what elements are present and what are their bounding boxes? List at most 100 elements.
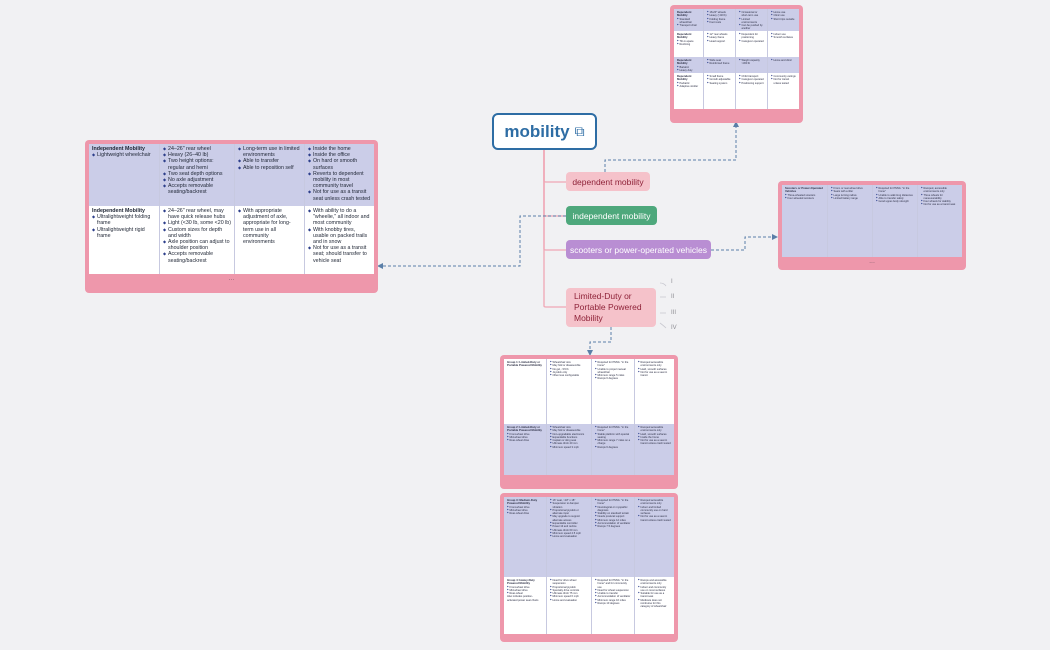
list-item: Not for use as a seat in transit unless …: [638, 515, 671, 522]
list-item: Proportional joystick: [550, 586, 588, 590]
list-item: Stable platform with special seating: [595, 433, 631, 440]
note-table: Independent Mobility Lightweight wheelch…: [89, 144, 374, 274]
list-item: Wide seat: [707, 59, 732, 63]
note-independent-mobility[interactable]: Independent Mobility Lightweight wheelch…: [85, 140, 378, 293]
note-table: Group 1: Limited-Duty or Portable Powere…: [504, 359, 674, 475]
list-item: Rear-wheel drive: [507, 512, 543, 516]
list-item: Ramps 6 degrees: [595, 377, 631, 381]
list-item: With ability to do a "wheelie," all indo…: [308, 208, 371, 227]
list-item: Can be pushed by another: [739, 24, 764, 31]
list-item: Suitable for use as a transit seat: [638, 592, 671, 599]
note-table: Dependent MobilityStandard wheelchairTra…: [674, 9, 799, 109]
list-item: Inside the office: [308, 152, 371, 158]
list-item: With knobby tires, usable on packed trai…: [308, 227, 371, 246]
list-item: Minimum speed 6 mph: [550, 595, 588, 599]
table-cell: Ramps and accessible environments onlyIn…: [634, 577, 674, 634]
list-item: Ramps 7.5 degrees: [595, 525, 631, 529]
list-item: Heavy frame: [707, 36, 732, 40]
list-item: Unable to transfer: [595, 592, 631, 596]
list-item: Able to transfer safely: [876, 197, 914, 201]
list-item: Dependent for positioning: [739, 33, 764, 40]
cell-title: Group 3: Medium-Duty Powered Mobility: [507, 498, 538, 506]
list-item: Head support: [707, 40, 732, 44]
list-item: Four wheels for stability: [921, 200, 959, 204]
list-item: Caregiver operated: [739, 78, 764, 82]
more-indicator[interactable]: ...: [869, 258, 875, 265]
subtopic-label-1[interactable]: I: [671, 279, 673, 285]
list-item: Required for PMVA: "in the home": [876, 187, 914, 194]
table-cell: Child transportCaregiver operatedPositio…: [735, 73, 767, 109]
list-item: Ramped accessible environments only: [638, 361, 671, 368]
table-cell: Inside the home Inside the office On har…: [304, 144, 374, 206]
table-cell: Group 4: Heavy-Duty Powered MobilityFron…: [504, 577, 546, 634]
cell-title: Group 1: Limited-Duty or Portable Powere…: [507, 360, 542, 368]
list-item: Tilt-in-space: [677, 40, 700, 44]
table-cell: Group 1: Limited-Duty or Portable Powere…: [504, 359, 546, 424]
list-item: Light (<30 lb, some <20 lb): [163, 220, 231, 226]
list-item: Rear-wheel drive: [507, 439, 543, 443]
list-item: Unable to propel manual wheelchair: [595, 368, 631, 375]
table-cell: Need for drive wheel suspensionProportio…: [546, 577, 591, 634]
list-item: Large turning radius: [831, 194, 869, 198]
list-item: Front-wheel drive: [507, 586, 543, 590]
table-cell: Required for PMVA: "in the home"Unable t…: [591, 359, 634, 424]
list-item: Home and clinic: [771, 59, 796, 63]
list-item: Need for drive wheel suspension: [550, 579, 588, 586]
subtopic-label-4[interactable]: IV: [671, 325, 677, 331]
list-item: Minimum range 12 miles: [595, 519, 631, 523]
list-item: Folding frame: [707, 18, 732, 22]
table-cell: Independent Mobility Lightweight wheelch…: [89, 144, 159, 206]
list-item: Axle position can adjust to shoulder pos…: [163, 239, 231, 251]
branch-limited-duty[interactable]: Limited-Duty or Portable Powered Mobilit…: [566, 288, 656, 327]
note-limited-duty-groups-3-4[interactable]: Group 3: Medium-Duty Powered MobilityFro…: [500, 493, 678, 642]
list-item: Required for PMVA: "in the home" and for…: [595, 579, 631, 589]
cell-note: Also includes position-activated power s…: [507, 595, 539, 602]
table-cell: Dependent MobilityStandard wheelchairTra…: [674, 9, 703, 31]
list-item: Need for wheel suspension: [595, 589, 631, 593]
branch-scooters[interactable]: scooters or power-operated vehicles: [566, 240, 711, 259]
subtopic-label-2[interactable]: II: [671, 294, 675, 300]
list-item: Required for PMVA: "in the home": [595, 361, 631, 368]
list-item: Heavy (>40 lb): [707, 14, 732, 18]
list-item: Not for transit unless tested: [771, 78, 796, 85]
table-cell: With ability to do a "wheelie," all indo…: [304, 206, 374, 274]
table-cell: 18-20" wheelsHeavy (>40 lb)Folding frame…: [703, 9, 735, 31]
list-item: Ultimate climb 60 mm: [550, 529, 588, 533]
table-cell: Ramped accessible environments onlyHard,…: [634, 359, 674, 424]
table-cell: Home and clinic: [767, 57, 799, 73]
list-item: Medicare does not reimburse for this cat…: [638, 599, 671, 609]
list-item: Minimum speed 4.5 mph: [550, 532, 588, 536]
branch-independent-mobility[interactable]: independent mobility: [566, 206, 657, 225]
more-indicator[interactable]: ...: [228, 275, 235, 282]
central-topic[interactable]: mobility ⧉: [492, 113, 597, 150]
list-item: Good upper-body strength: [876, 200, 914, 204]
list-item: Ultralightweight folding frame: [92, 214, 156, 226]
list-item: Unable to walk long distances: [876, 194, 914, 198]
list-item: Ramped, accessible environments only: [921, 187, 959, 194]
note-limited-duty-groups-1-2[interactable]: Group 1: Limited-Duty or Portable Powere…: [500, 355, 678, 489]
cell-title: Independent Mobility: [92, 208, 145, 214]
list-item: Mid-wheel drive: [507, 589, 543, 593]
list-item: Growth adjustable: [707, 78, 732, 82]
list-item: Required for PMVA: "in the home": [595, 499, 631, 506]
branch-dependent-mobility[interactable]: dependent mobility: [566, 172, 650, 191]
list-item: Hard, smooth surfaces: [638, 433, 671, 437]
list-item: Four-wheeled scooters: [785, 197, 824, 201]
note-table: Scooters or Power-Operated VehiclesThree…: [782, 185, 962, 257]
cell-title: Group 2: Limited-Duty or Portable Powere…: [507, 425, 542, 433]
link-icon[interactable]: ⧉: [574, 123, 585, 139]
list-item: On hard or smooth surfaces: [308, 158, 371, 170]
table-cell: Front- or rear-wheel driveSeats with a t…: [827, 185, 872, 257]
list-item: Indoor and community use on most surface…: [638, 586, 671, 593]
subtopic-label-3[interactable]: III: [671, 310, 677, 316]
list-item: Seats with a tiller: [831, 190, 869, 194]
table-cell: 12" rear wheelsHeavy frameHead support: [703, 31, 735, 57]
list-item: Heavy duty: [677, 69, 700, 73]
note-dependent-mobility[interactable]: Dependent MobilityStandard wheelchairTra…: [670, 5, 803, 123]
list-item: No axle adjustment: [163, 177, 231, 183]
list-item: Home use: [771, 11, 796, 15]
note-scooters[interactable]: Scooters or Power-Operated VehiclesThree…: [778, 181, 966, 270]
list-item: Not for use as a transit seat unless cra…: [308, 189, 371, 201]
table-cell: With appropriate adjustment of axle, app…: [234, 206, 304, 274]
list-item: Home and evaluation: [550, 535, 588, 539]
